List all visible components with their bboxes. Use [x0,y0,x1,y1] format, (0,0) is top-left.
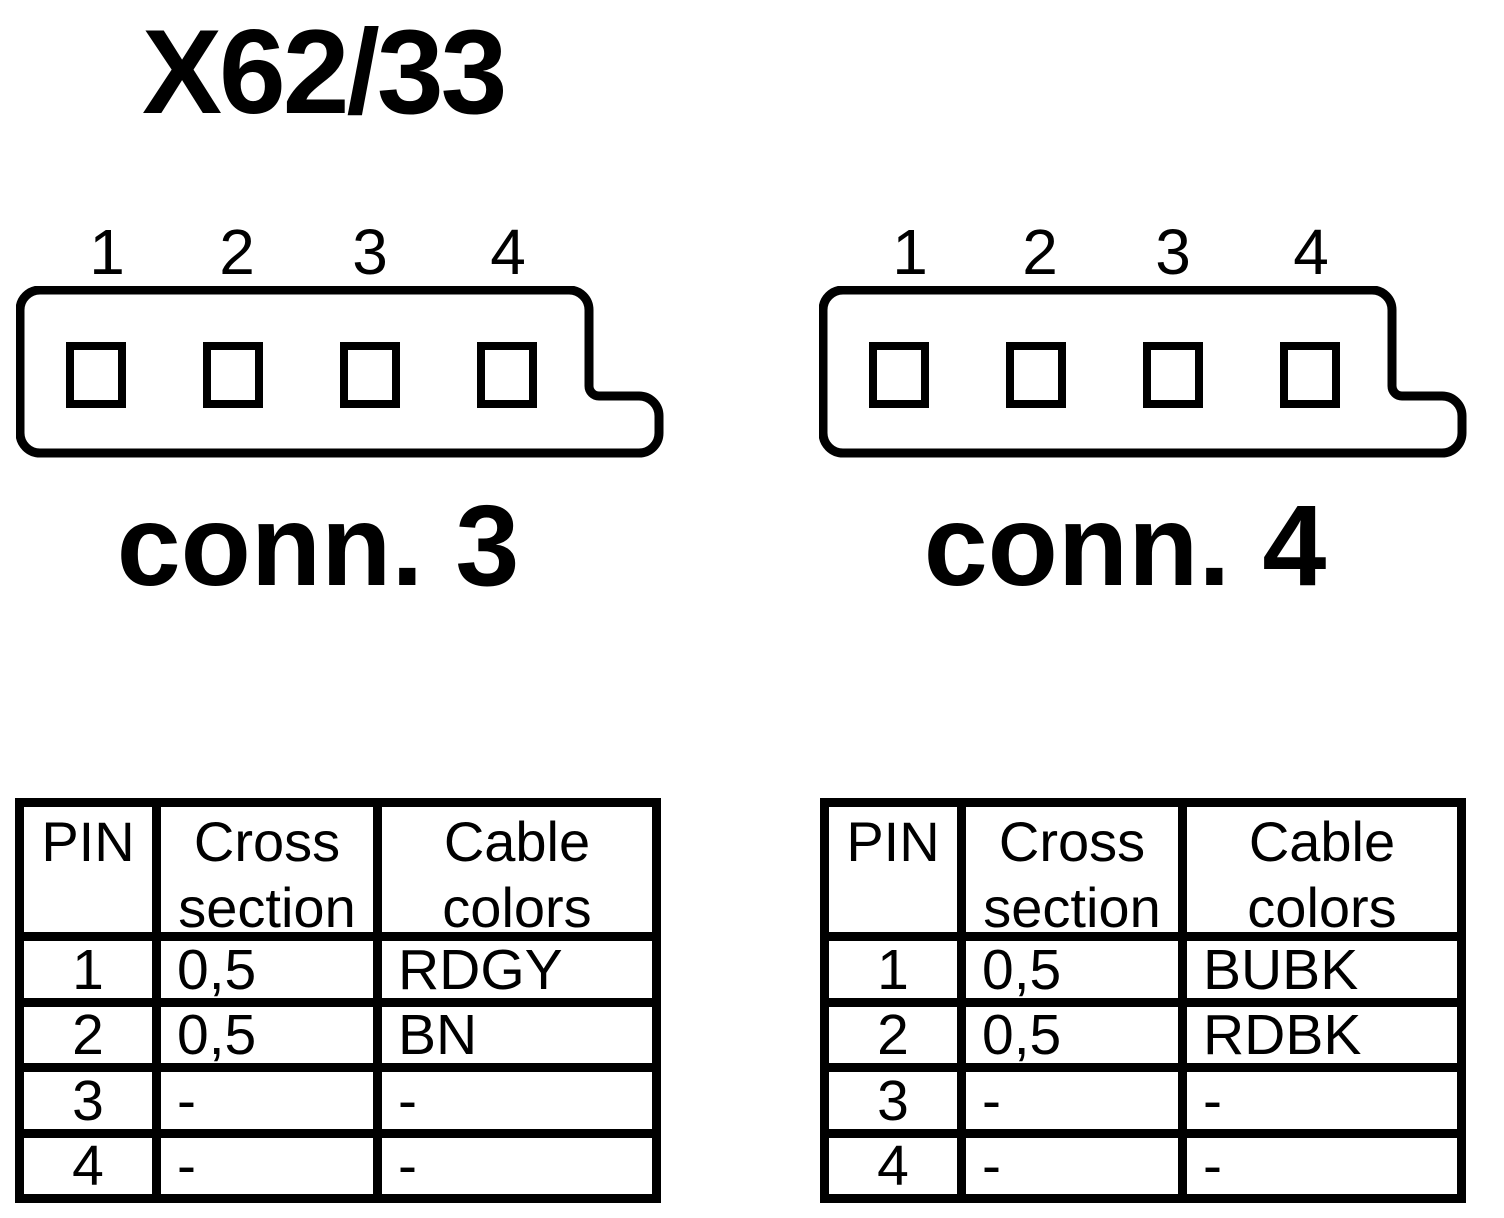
pin-slot-1 [869,342,929,408]
conn4-pin-number-1: 1 [892,216,928,288]
conn4-row4-cable-color: - [1187,1134,1457,1198]
pin-slot-2 [1006,342,1066,408]
conn4-housing-diagram [819,286,1467,458]
conn4-label: conn. 4 [923,482,1327,610]
conn4-row4-pin: 4 [829,1134,957,1198]
conn3-row2-cable-color: BN [382,1003,652,1067]
connector-outline [16,286,664,458]
conn3-col-header-cross-section: Cross section [161,807,373,939]
conn3-row3-cable-color: - [382,1069,652,1133]
conn4-row3-cross-section: - [966,1069,1178,1133]
conn3-row4-cable-color: - [382,1134,652,1198]
conn3-col-header-cable-colors: Cable colors [382,807,652,939]
conn4-row2-pin: 2 [829,1003,957,1067]
conn4-col-header-cross-section: Cross section [966,807,1178,939]
pin-slot-4 [477,342,537,408]
conn4-pin-number-2: 2 [1022,216,1058,288]
conn3-row1-cross-section: 0,5 [161,938,373,1002]
conn3-housing-diagram [16,286,664,458]
conn4-row1-pin: 1 [829,938,957,1002]
conn3-pin-number-4: 4 [490,216,526,288]
conn3-label: conn. 3 [116,482,520,610]
conn4-col-header-cable-colors: Cable colors [1187,807,1457,939]
pin-slot-1 [66,342,126,408]
conn3-row4-cross-section: - [161,1134,373,1198]
conn3-pin-number-2: 2 [219,216,255,288]
conn3-pin-number-1: 1 [89,216,125,288]
conn4-row2-cable-color: RDBK [1187,1003,1457,1067]
pin-slot-3 [340,342,400,408]
pin-slot-4 [1280,342,1340,408]
pin-slot-2 [203,342,263,408]
conn3-row4-pin: 4 [24,1134,152,1198]
conn4-row4-cross-section: - [966,1134,1178,1198]
conn4-pin-number-3: 3 [1155,216,1191,288]
conn3-row3-cross-section: - [161,1069,373,1133]
conn3-row3-pin: 3 [24,1069,152,1133]
connector-outline [819,286,1467,458]
conn3-row2-pin: 2 [24,1003,152,1067]
pin-table-conn3: PIN Cross section Cable colors 1 0,5 RDG… [15,798,661,1203]
conn4-row1-cross-section: 0,5 [966,938,1178,1002]
pin-slot-3 [1143,342,1203,408]
page-title: X62/33 [142,5,507,139]
conn4-row1-cable-color: BUBK [1187,938,1457,1002]
conn4-pin-number-4: 4 [1293,216,1329,288]
conn3-row1-cable-color: RDGY [382,938,652,1002]
conn3-col-header-pin: PIN [24,807,152,932]
conn4-row3-cable-color: - [1187,1069,1457,1133]
conn3-row2-cross-section: 0,5 [161,1003,373,1067]
conn3-row1-pin: 1 [24,938,152,1002]
conn4-col-header-pin: PIN [829,807,957,932]
conn3-pin-number-3: 3 [352,216,388,288]
conn4-row3-pin: 3 [829,1069,957,1133]
conn4-row2-cross-section: 0,5 [966,1003,1178,1067]
pin-table-conn4: PIN Cross section Cable colors 1 0,5 BUB… [820,798,1466,1203]
